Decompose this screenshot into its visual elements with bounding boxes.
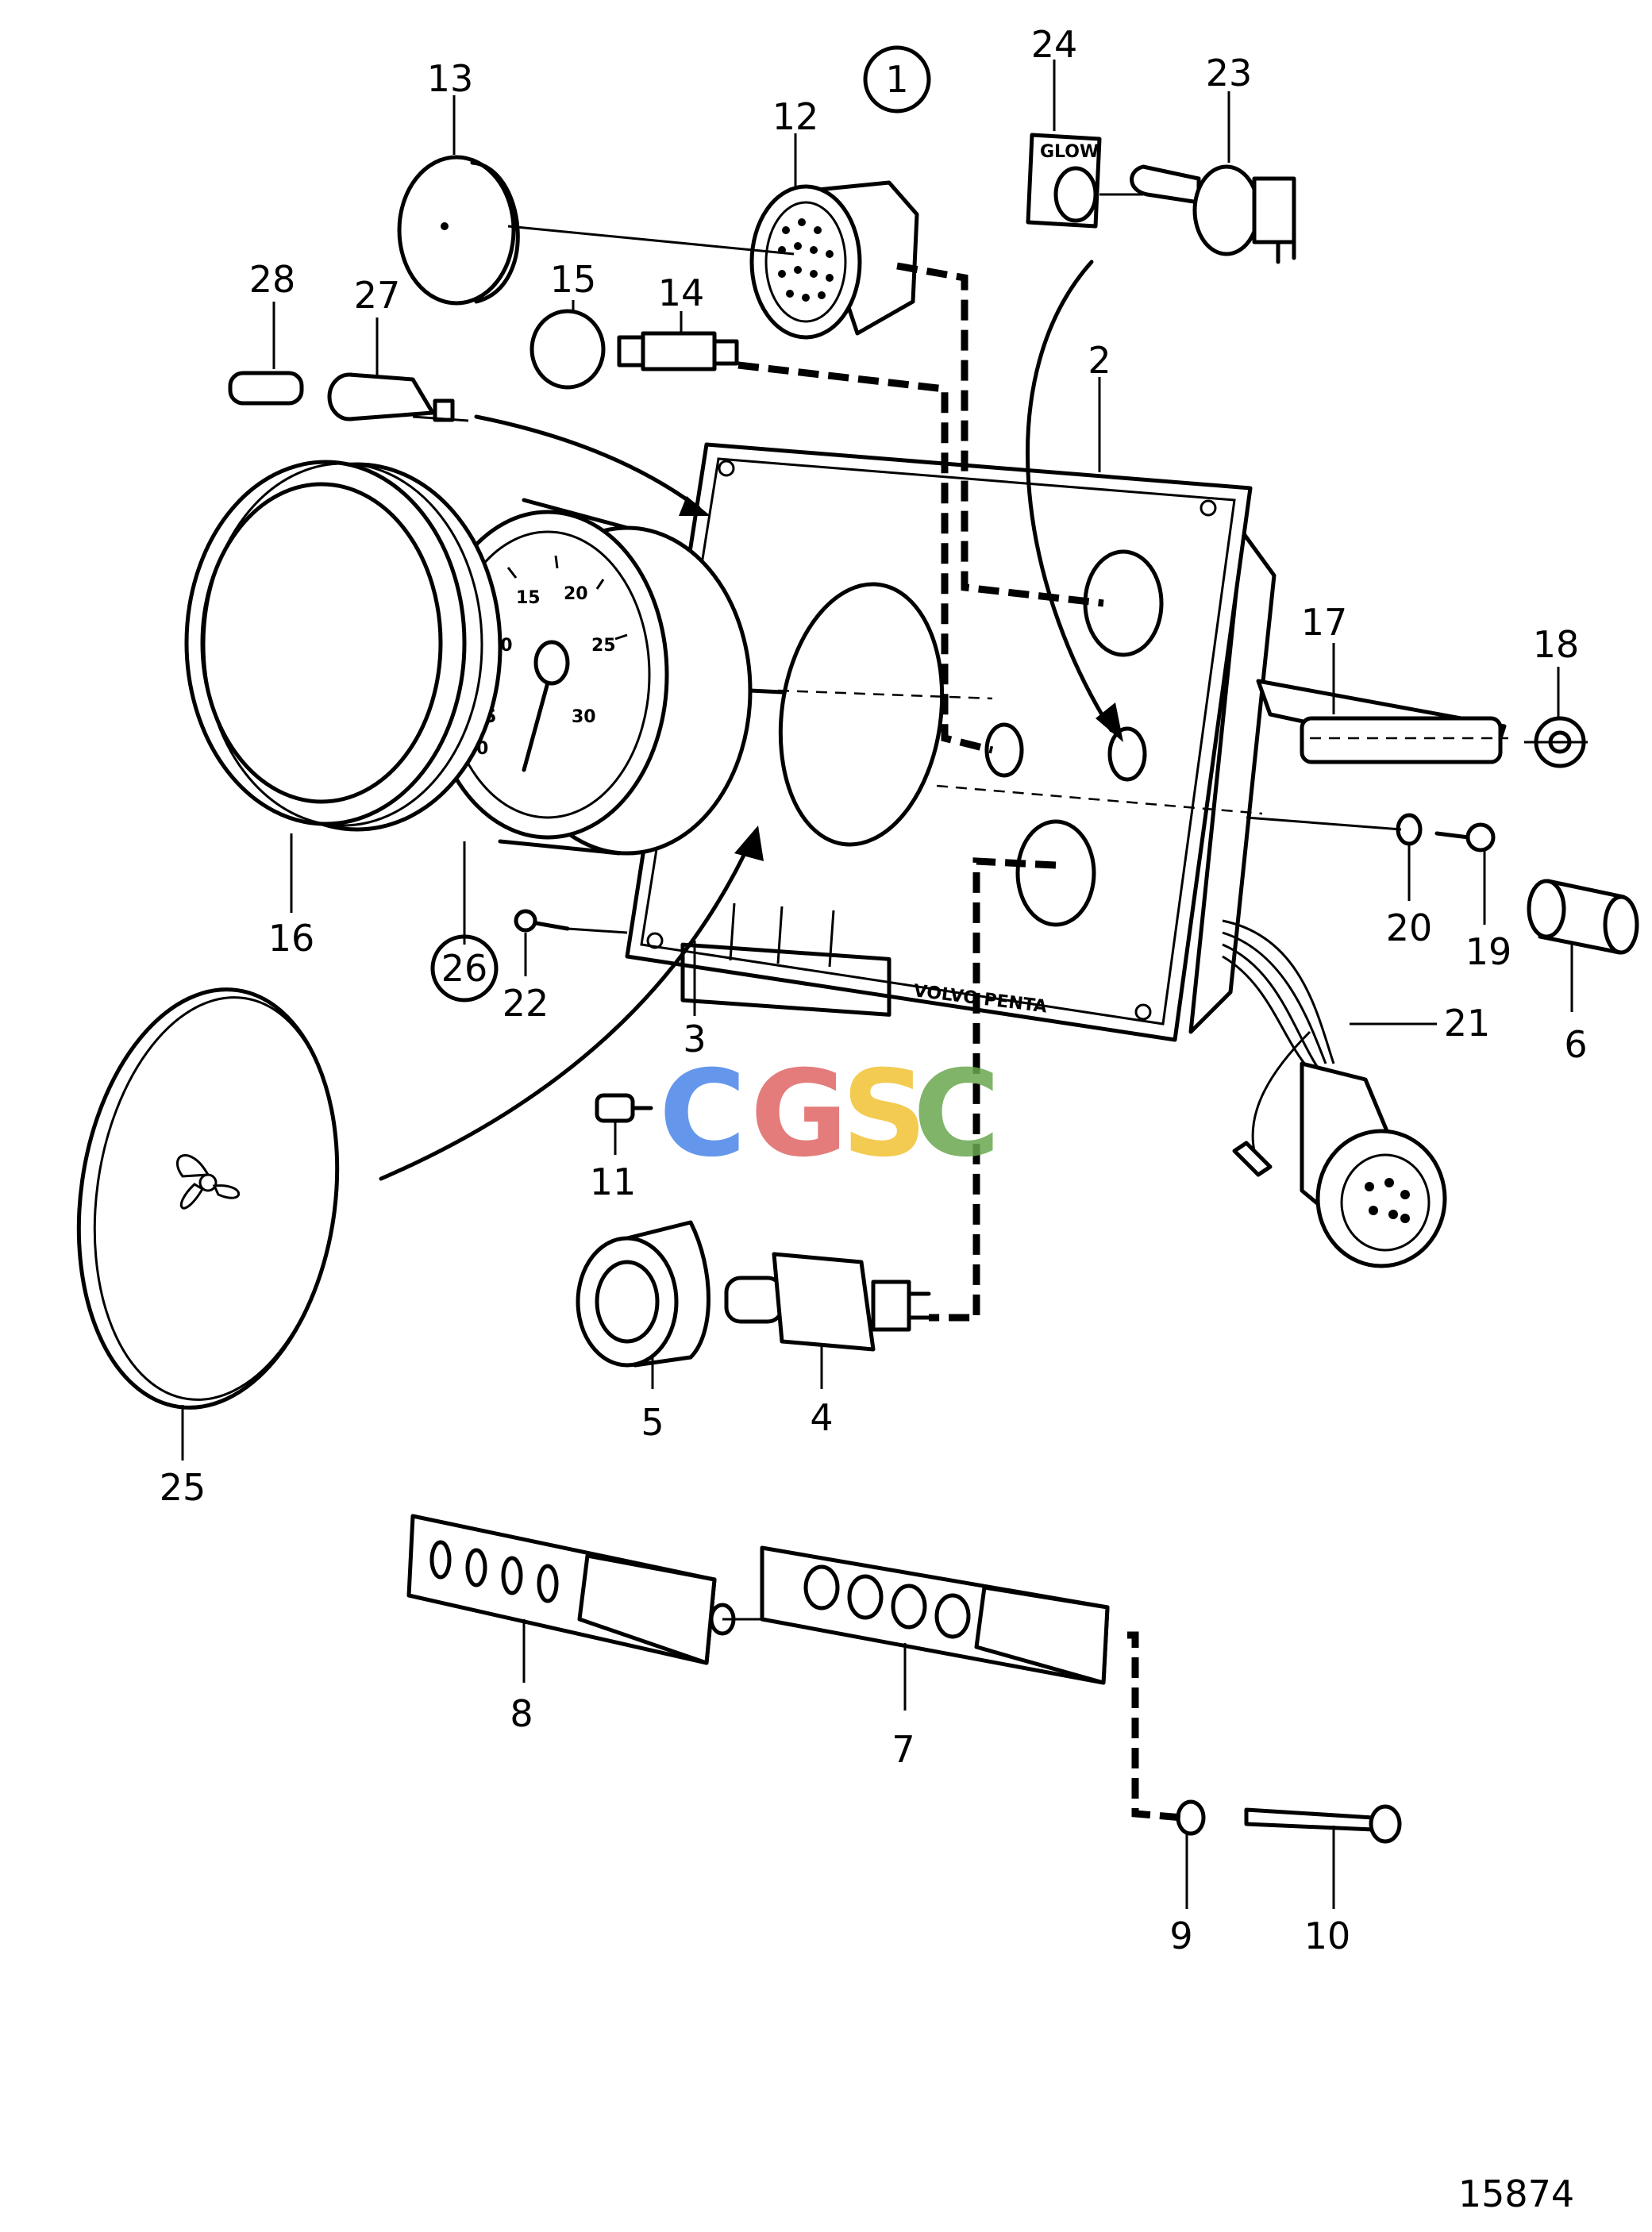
part-22-screw: [514, 909, 570, 933]
part-11-bulb: [595, 1093, 653, 1123]
label-10: 10: [1304, 1915, 1351, 1957]
part-13-cap: [397, 155, 520, 306]
assembly-number: 1: [885, 58, 908, 101]
label-27: 27: [354, 274, 401, 317]
label-13: 13: [427, 57, 474, 100]
part-12-connector: [749, 180, 919, 340]
label-8: 8: [510, 1692, 533, 1735]
part-8-lamp-bar: [406, 1514, 736, 1665]
label-12: 12: [772, 95, 819, 138]
watermark: C G S C: [659, 1045, 1000, 1183]
label-25: 25: [160, 1466, 206, 1509]
assembly-number-badge: 1: [863, 45, 931, 114]
part-28-bulb: [228, 371, 304, 406]
arrow-toggle-switch: [1026, 260, 1114, 733]
label-14: 14: [658, 271, 705, 314]
watermark-letter: S: [841, 1045, 927, 1183]
part-17-bracket: [1256, 679, 1507, 764]
label-5: 5: [641, 1401, 664, 1444]
label-11: 11: [590, 1160, 637, 1203]
label-17: 17: [1301, 601, 1348, 644]
bezel-ring: [184, 460, 503, 832]
label-6: 6: [1564, 1023, 1587, 1066]
part-labels: 13 12 24 23 15 14 28 27 2 17 18 16 26 22…: [160, 23, 1588, 1957]
propeller-logo: [176, 1154, 241, 1210]
part-19-screw: [1434, 822, 1496, 852]
tachometer-gauge: 5 10 15 20 25 30 0: [426, 498, 784, 856]
gauge-scale-20: 20: [564, 584, 588, 604]
gauge-scale-15: 15: [516, 588, 541, 608]
part-20-washer: [1396, 813, 1423, 846]
label-15: 15: [550, 258, 597, 301]
label-22: 22: [503, 982, 549, 1025]
glow-text: GLOW: [1040, 142, 1099, 162]
label-26-badge: 26: [430, 934, 499, 1002]
label-21: 21: [1444, 1002, 1491, 1045]
part-24-glow-plate: GLOW: [1026, 133, 1102, 229]
gauge-scale-30: 30: [572, 707, 596, 727]
instrument-panel: VOLVO PENTA: [625, 442, 1277, 1042]
part-9-washer: [1176, 1799, 1206, 1836]
watermark-letter: C: [659, 1045, 746, 1183]
arrow-bulb-holder: [474, 414, 701, 510]
label-28: 28: [249, 258, 296, 301]
label-20: 20: [1386, 906, 1433, 949]
part-7-lamp-holder: [760, 1545, 1110, 1685]
watermark-letter: G: [750, 1045, 848, 1183]
watermark-letter: C: [913, 1045, 1000, 1183]
label-4: 4: [810, 1396, 833, 1439]
part-14-switch: [617, 331, 739, 371]
part-5-cap: [576, 1220, 710, 1368]
label-16: 16: [268, 917, 315, 960]
label-26: 26: [441, 947, 488, 990]
label-9: 9: [1169, 1915, 1192, 1957]
part-27-bulb-holder: [327, 372, 455, 422]
label-24: 24: [1031, 23, 1078, 66]
part-4-switch: [724, 1252, 931, 1352]
cover-disc: [76, 987, 340, 1410]
label-18: 18: [1533, 623, 1580, 666]
assembly-arrow: [379, 831, 757, 1181]
label-19: 19: [1465, 930, 1512, 973]
part-6-cap: [1527, 879, 1639, 955]
part-10-bolt: [1244, 1804, 1402, 1844]
part-15-knob: [529, 309, 606, 390]
part-23-toggle-switch: [1130, 164, 1296, 264]
drawing-number: 15874: [1458, 2172, 1574, 2215]
leader-lines: [181, 60, 1573, 1909]
label-7: 7: [891, 1728, 915, 1771]
gauge-scale-25: 25: [591, 636, 616, 656]
part-21-harness-plug: [1222, 919, 1447, 1268]
assembly-lines: [412, 193, 1588, 1822]
label-2: 2: [1088, 339, 1111, 382]
label-3: 3: [683, 1018, 706, 1060]
label-23: 23: [1206, 52, 1253, 94]
